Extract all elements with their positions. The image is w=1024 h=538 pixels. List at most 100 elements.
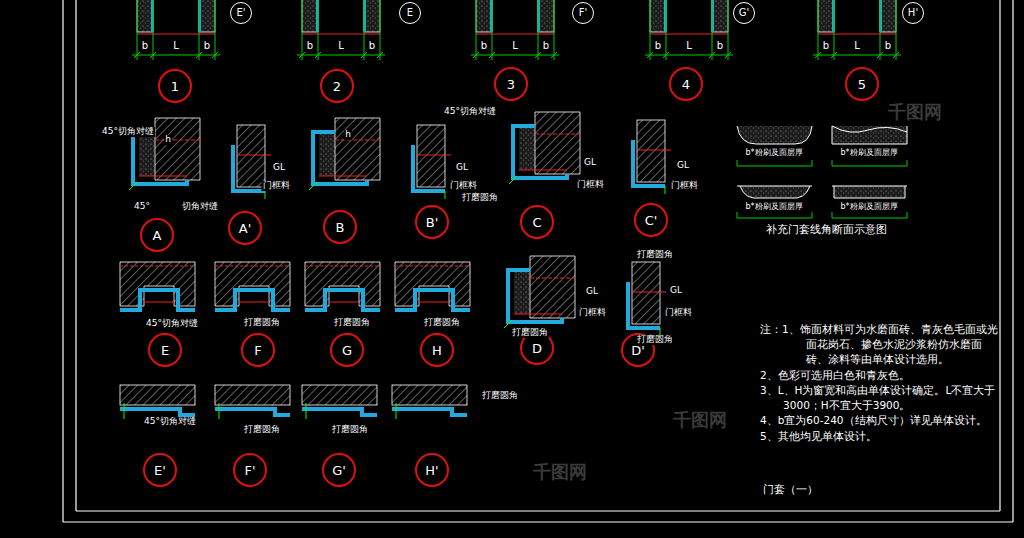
reveal-section: [305, 262, 380, 310]
reference-circle: H': [902, 2, 924, 24]
dimension-label: b: [716, 40, 724, 51]
dimension-label: b: [480, 40, 488, 51]
door-plan: [297, 0, 385, 60]
annotation-label: 门框料: [449, 181, 478, 191]
annotation-label: 打磨圆角: [511, 328, 549, 338]
dimension-label: b: [822, 40, 830, 51]
dimension-label: L: [511, 40, 519, 51]
callout-label: A': [239, 222, 251, 235]
detail-callout: E': [143, 453, 177, 487]
dimension-label: b: [141, 40, 149, 51]
annotation-label: 45°切角对缝: [143, 417, 197, 427]
annotation-label: 45°切角对缝: [145, 319, 199, 329]
dimension-label: b: [654, 40, 662, 51]
callout-label: D': [631, 344, 645, 357]
callout-label: F': [244, 464, 255, 477]
annotation-label: 门框料: [578, 308, 607, 318]
annotation-label: b*粉刷及面层厚: [839, 149, 898, 158]
detail-callout: E: [148, 333, 182, 367]
annotation-label: 打磨圆角: [461, 193, 499, 203]
detail-callout: F: [241, 333, 275, 367]
annotation-label: 打磨圆角: [243, 318, 281, 328]
dimension-label: b: [542, 40, 550, 51]
trim-section: [413, 125, 451, 199]
annotation-label: 45°切角对缝: [443, 107, 497, 117]
note-text: 注：1、饰面材料可为水磨面砖、青灰色毛面或光面花岗石、掺色水泥沙浆粉仿水磨面砖、…: [760, 322, 998, 368]
annotation-label: 45°: [133, 202, 151, 212]
detail-callout: H: [420, 333, 454, 367]
detail-callout: C': [634, 203, 668, 237]
annotation-label: 门框料: [664, 308, 693, 318]
detail-callout: A: [140, 218, 174, 252]
detail-callout: C: [520, 205, 554, 239]
reference-circle: G': [733, 2, 755, 24]
detail-callout: B: [323, 210, 357, 244]
callout-label: B: [336, 221, 345, 234]
callout-label: E: [161, 344, 169, 357]
reference-circle: E': [230, 2, 252, 24]
trim-section: [504, 256, 575, 328]
dimension-label: b: [306, 40, 314, 51]
callout-label: G: [342, 344, 352, 357]
corner-sketches: [737, 126, 907, 218]
annotation-label: 门套（一）: [762, 484, 819, 496]
reference-circle: F': [572, 2, 594, 24]
annotation-label: h: [344, 130, 352, 140]
dimension-label: b: [368, 40, 376, 51]
detail-callout: G: [330, 333, 364, 367]
callout-label: B': [426, 216, 439, 229]
dimension-label: L: [853, 40, 861, 51]
reveal-section: [215, 385, 290, 419]
annotation-label: GL: [272, 163, 286, 173]
door-plan: [813, 0, 901, 60]
callout-label: 3: [507, 78, 515, 91]
callout-label: G': [332, 464, 346, 477]
dimension-label: L: [337, 40, 345, 51]
annotation-label: 打磨圆角: [423, 318, 461, 328]
annotation-label: b*粉刷及面层厚: [744, 203, 803, 212]
annotation-label: GL: [669, 286, 683, 296]
trim-section: [633, 120, 671, 194]
callout-label: A: [153, 229, 162, 242]
callout-label: H: [432, 344, 442, 357]
trim-section: [309, 118, 380, 190]
dimension-label: L: [172, 40, 180, 51]
note-text: 2、色彩可选用白色和青灰色。: [760, 368, 998, 383]
door-plan: [645, 0, 733, 60]
callout-label: E: [407, 8, 413, 18]
note-text: 4、b宜为60-240（结构尺寸）详见单体设计。: [760, 413, 998, 428]
detail-callout: 2: [320, 69, 354, 103]
callout-label: H': [908, 8, 918, 18]
notes-block: 注：1、饰面材料可为水磨面砖、青灰色毛面或光面花岗石、掺色水泥沙浆粉仿水磨面砖、…: [760, 322, 998, 444]
sheet-frame: [63, 0, 1013, 522]
door-plan: [471, 0, 559, 60]
note-text: 5、其他均见单体设计。: [760, 429, 998, 444]
annotation-label: 打磨圆角: [636, 250, 674, 260]
reveal-section: [120, 262, 195, 310]
callout-label: D: [532, 342, 542, 355]
detail-callout: B': [415, 205, 449, 239]
detail-callout: G': [322, 453, 356, 487]
reveal-section: [215, 262, 290, 310]
detail-callout: 3: [494, 67, 528, 101]
annotation-label: 门框料: [576, 180, 605, 190]
annotation-label: 打磨圆角: [333, 318, 371, 328]
detail-callout: 1: [158, 69, 192, 103]
annotation-label: 45°切角对缝: [101, 127, 155, 137]
callout-label: 2: [333, 80, 341, 93]
callout-label: E': [154, 464, 166, 477]
reference-circle: E: [399, 2, 421, 24]
reveal-section: [302, 385, 377, 419]
annotation-label: 门框料: [262, 181, 291, 191]
callout-label: 4: [682, 78, 690, 91]
callout-label: F: [254, 344, 261, 357]
reveal-section: [120, 385, 195, 419]
callout-label: E': [236, 8, 245, 18]
annotation-label: b*粉刷及面层厚: [744, 149, 803, 158]
reveal-section: [392, 385, 467, 419]
annotation-label: b*粉刷及面层厚: [839, 203, 898, 212]
watermark: 千图网: [532, 462, 588, 482]
dimension-label: L: [685, 40, 693, 51]
annotation-label: GL: [676, 161, 690, 171]
